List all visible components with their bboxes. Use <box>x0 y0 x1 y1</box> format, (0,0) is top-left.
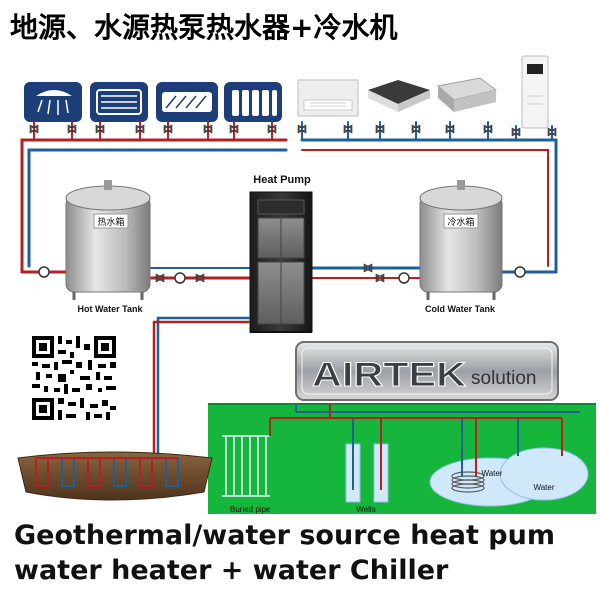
buried-pipe-loops <box>222 418 271 497</box>
water-bodies <box>429 418 589 507</box>
airtek-logo <box>295 341 559 401</box>
caption-line-2: water heater + water Chiller <box>14 555 449 586</box>
water-label-small: Water <box>481 469 502 478</box>
cold-tank-label: Cold Water Tank <box>425 304 496 314</box>
shower-icon <box>24 82 82 122</box>
hot-water-piping <box>20 121 288 280</box>
brand-suffix: solution <box>471 368 537 389</box>
ceiling-unit-icon <box>297 79 359 117</box>
radiant-floor-icon <box>90 82 148 122</box>
caption-line-1: Geothermal/water source heat pum <box>14 520 555 551</box>
hot-tank-label: Hot Water Tank <box>77 304 143 314</box>
brand-name: AIRTEK <box>312 356 467 394</box>
hot-side-terminals <box>24 82 282 122</box>
buried-pipe-label: Buried pipe <box>230 505 271 514</box>
hot-water-tank <box>65 180 151 300</box>
water-label-large: Water <box>533 483 554 492</box>
radiator-icon <box>224 82 282 122</box>
cabinet-unit-icon <box>521 55 549 129</box>
valves <box>29 124 557 283</box>
circulation-pumps <box>38 266 526 284</box>
wells-label: Wells <box>356 505 375 514</box>
fan-coil-icon <box>156 82 218 122</box>
cold-water-tank <box>419 180 503 300</box>
hot-tank-badge: 热水箱 <box>97 216 124 228</box>
heat-pump-unit <box>249 191 313 333</box>
ground-manifold <box>270 404 580 419</box>
duct-unit-icon <box>436 77 498 112</box>
cold-side-terminals <box>297 55 549 129</box>
heat-pump-label: Heat Pump <box>253 174 311 186</box>
wells <box>345 418 389 503</box>
page-title: 地源、水源热泵热水器+冷水机 <box>10 11 398 44</box>
qr-code <box>30 334 118 422</box>
ground-loop-supply <box>152 316 250 458</box>
cassette-unit-icon <box>368 80 430 112</box>
cold-tank-badge: 冷水箱 <box>447 216 474 228</box>
soil-loops <box>35 457 179 487</box>
